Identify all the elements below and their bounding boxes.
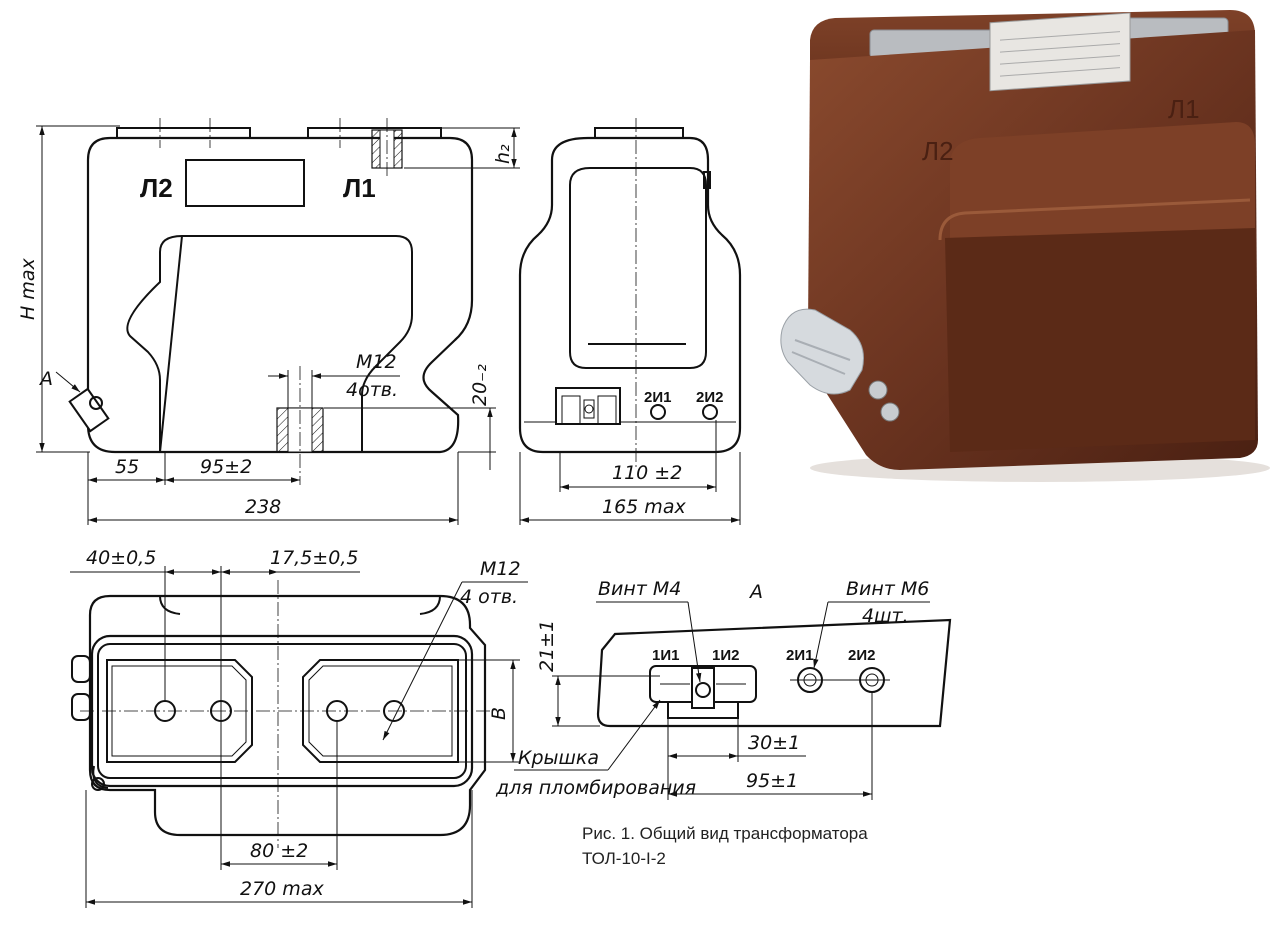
- transformer-photo: Л2 Л1: [780, 10, 1270, 482]
- detail-a-screw-m6-count: 4шт.: [862, 605, 909, 627]
- detail-a-label-2i2: 2И2: [848, 647, 875, 664]
- detail-a-screw-m4: Винт М4: [598, 578, 681, 600]
- front-dim-20: 20₋₂: [469, 364, 491, 406]
- top-dim-175: 17,5±0,5: [270, 547, 358, 569]
- detail-a-view: А 1И1 1И2 2И1 2И2 Винт М4 Винт М6 4шт.: [495, 578, 952, 800]
- front-thread-label: M12: [356, 351, 397, 373]
- detail-a-label-2i1: 2И1: [786, 647, 813, 664]
- detail-a-screw-m6: Винт М6: [846, 578, 929, 600]
- front-secondary-terminal: [68, 387, 110, 433]
- front-window: [126, 234, 413, 453]
- top-dim-270: 270 max: [240, 878, 324, 900]
- detail-a-dim-95: 95±1: [746, 770, 798, 792]
- detail-a-dim-21: 21±1: [536, 620, 558, 672]
- top-view: M12 4 отв. 40±0,5 17,5±0,5 B 80 ±2 270 m…: [70, 547, 528, 908]
- top-window-left: [106, 659, 253, 763]
- front-height-label: H max: [17, 258, 39, 320]
- figure-caption-line2: ТОЛ-10-I-2: [582, 849, 666, 868]
- detail-a-label-1i1: 1И1: [652, 647, 679, 664]
- front-nameplate: [185, 159, 305, 207]
- top-dim-b: B: [488, 707, 510, 720]
- front-h2-label: h₂: [492, 144, 514, 164]
- side-view: 2И1 2И2 110 ±2 165 max: [518, 118, 742, 525]
- side-dim-165: 165 max: [602, 496, 686, 518]
- front-terminal-l2: Л2: [140, 173, 173, 203]
- front-dim-95: 95±2: [200, 456, 252, 478]
- front-view: Л2 Л1 M12 4отв. А H max: [17, 118, 520, 525]
- side-label-2i2: 2И2: [696, 389, 723, 406]
- front-terminal-l1: Л1: [343, 173, 376, 203]
- photo-bolt-2: [880, 402, 900, 422]
- detail-a-terminal-block: [649, 665, 757, 719]
- side-body-outline: [518, 136, 742, 454]
- front-dim-238: 238: [245, 496, 281, 518]
- photo-marking-l2: Л2: [922, 136, 954, 166]
- top-dim-80: 80 ±2: [250, 840, 308, 862]
- detail-a-dim-30: 30±1: [748, 732, 800, 754]
- top-dim-40: 40±0,5: [86, 547, 156, 569]
- detail-a-cover-label-2: для пломбирования: [495, 777, 696, 799]
- photo-marking-l1: Л1: [1168, 94, 1200, 124]
- detail-a-title: А: [748, 581, 763, 603]
- front-holes-label: 4отв.: [346, 379, 398, 401]
- top-holes-label: 4 отв.: [460, 586, 518, 608]
- photo-nameplate: [989, 12, 1131, 92]
- figure-caption-line1: Рис. 1. Общий вид трансформатора: [582, 824, 868, 843]
- side-terminal-2i1: [650, 404, 666, 420]
- side-label-2i1: 2И1: [644, 389, 671, 406]
- side-dim-110: 110 ±2: [612, 462, 682, 484]
- front-view-a-arrow: А: [38, 368, 53, 390]
- top-thread-label: M12: [480, 558, 521, 580]
- detail-a-label-1i2: 1И2: [712, 647, 739, 664]
- detail-a-cover-label: Крышка: [518, 747, 599, 769]
- front-dim-55: 55: [115, 456, 139, 478]
- side-terminal-2i2: [702, 404, 718, 420]
- side-terminal-block: [555, 387, 621, 425]
- photo-bolt-1: [868, 380, 888, 400]
